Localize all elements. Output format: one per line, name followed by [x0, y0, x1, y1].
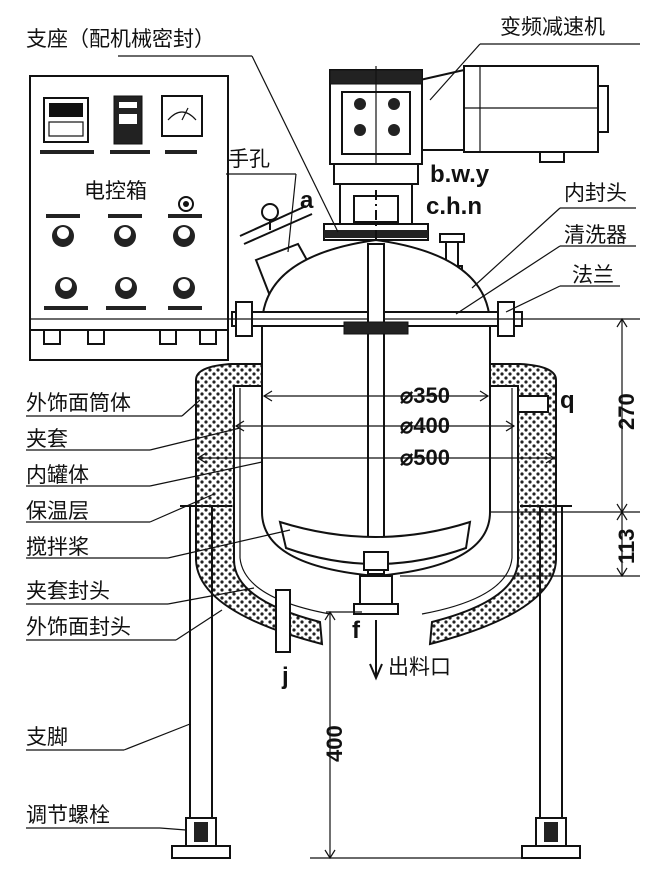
label-support-seat: 支座（配机械密封）: [26, 27, 215, 51]
analog-meter-icon: [161, 95, 203, 137]
label-legs: 支脚: [26, 725, 68, 749]
insulation-layer: [195, 363, 557, 646]
code-bwy: b.w.y: [430, 161, 490, 188]
label-flange: 法兰: [572, 263, 614, 287]
leader-lines: [26, 43, 640, 831]
control-box: 电控箱: [29, 75, 229, 361]
callout-labels: 支座（配机械密封） 变频减速机 手孔 内封头 清洗器 法兰 外饰面筒体 夹套 内…: [26, 15, 627, 827]
label-outlet: 出料口: [388, 655, 451, 679]
label-agitator: 搅拌桨: [26, 535, 89, 559]
control-box-label: 电控箱: [84, 179, 147, 203]
label-adjust-bolt: 调节螺栓: [26, 803, 110, 827]
label-jacket-head: 夹套封头: [26, 579, 110, 603]
dim-h270: 270: [614, 393, 639, 430]
label-jacket: 夹套: [26, 427, 68, 451]
dim-d400: ⌀400: [400, 413, 450, 438]
label-gear-motor: 变频减速机: [500, 15, 605, 39]
label-inner-tank: 内罐体: [26, 463, 89, 487]
outlet: [275, 575, 399, 681]
label-cleaner: 清洗器: [564, 223, 627, 247]
code-j: j: [281, 663, 289, 690]
dim-h400: 400: [322, 725, 347, 762]
button-row-1: [46, 214, 202, 247]
button-row-2: [44, 277, 202, 310]
code-a: a: [300, 187, 314, 214]
label-outer-shell: 外饰面筒体: [26, 391, 131, 415]
code-q: q: [560, 387, 575, 414]
dim-d500: ⌀500: [400, 445, 450, 470]
agitator: [278, 190, 472, 575]
hand-hole-knob-icon: [261, 203, 279, 221]
inner-tank: [239, 326, 549, 615]
key-switch-icon: [178, 196, 194, 212]
height-dimensions: 270 113 400: [310, 317, 640, 860]
label-hand-hole: 手孔: [228, 147, 270, 171]
dim-d350: ⌀350: [400, 383, 450, 408]
dim-h113: 113: [614, 529, 639, 565]
legs: [171, 505, 581, 859]
label-outer-head: 外饰面封头: [26, 615, 131, 639]
label-inner-head: 内封头: [564, 181, 627, 205]
diameter-dimensions: ⌀350 ⌀400 ⌀500: [196, 383, 556, 470]
code-chn: c.h.n: [426, 193, 482, 220]
label-insulation: 保温层: [26, 499, 89, 523]
code-f: f: [352, 617, 361, 644]
